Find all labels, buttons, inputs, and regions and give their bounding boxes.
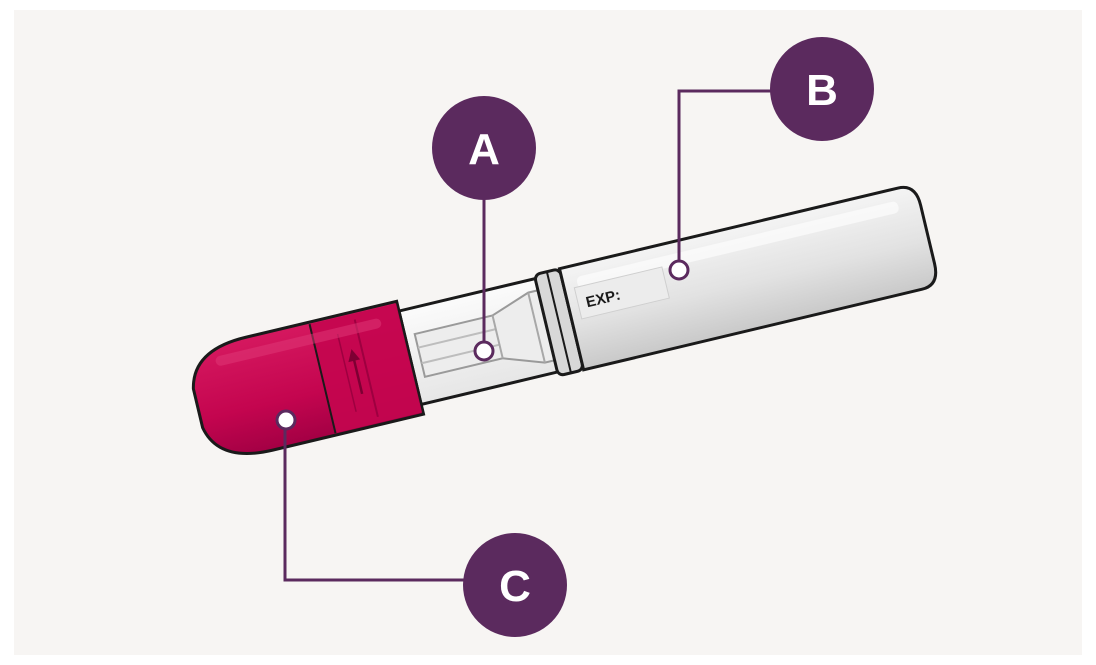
red-cap	[191, 299, 426, 455]
callout-b-letter: B	[806, 66, 838, 115]
anchor-dots	[275, 259, 690, 431]
callout-b: B	[770, 37, 874, 141]
pen-device: EXP:	[191, 185, 938, 455]
callout-a-letter: A	[468, 125, 500, 174]
anchor-dot-c	[275, 409, 297, 431]
callout-a: A	[432, 96, 536, 200]
anchor-dot-b	[668, 259, 690, 281]
leader-lines	[283, 89, 774, 582]
leader-line-c	[283, 426, 470, 582]
anchor-dot-a	[473, 340, 495, 362]
leader-line-b	[677, 89, 774, 270]
callout-c: C	[463, 533, 567, 637]
twist-arrow-icon	[348, 349, 364, 395]
pen-body: EXP:	[557, 185, 938, 372]
callout-c-letter: C	[499, 562, 531, 611]
